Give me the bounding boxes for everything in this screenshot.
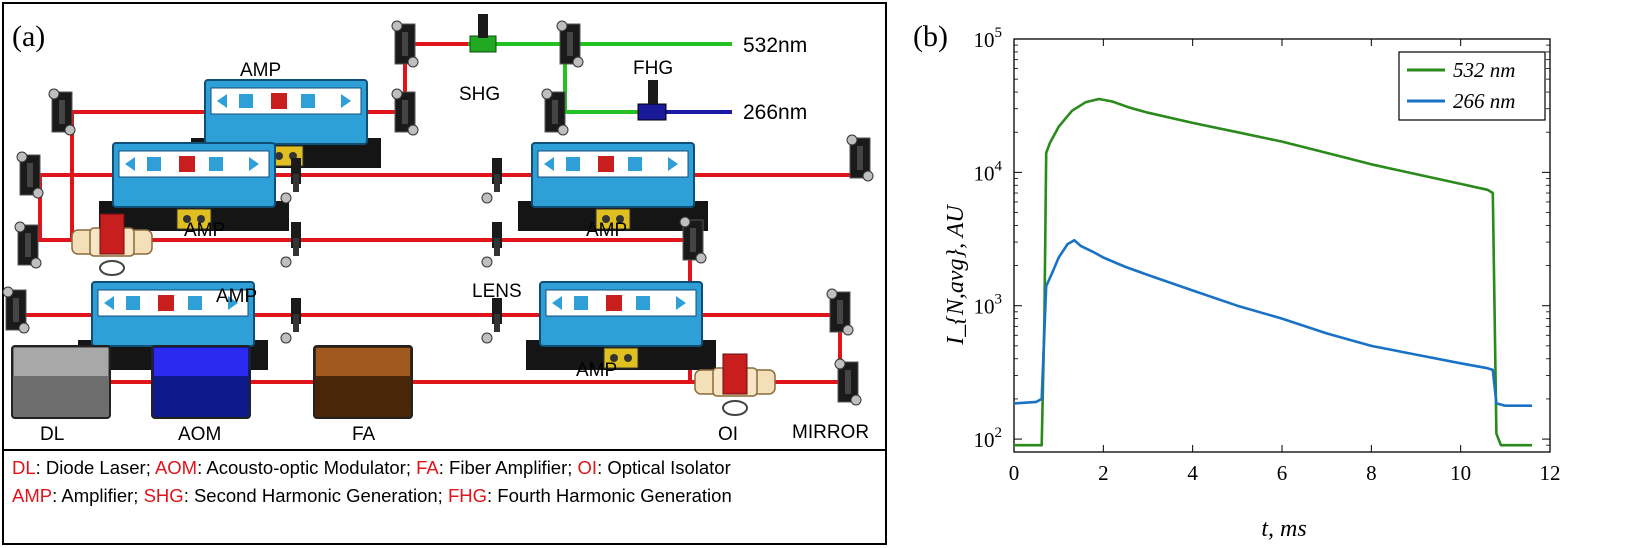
amplifier-middle-left <box>98 142 290 232</box>
shg-mount <box>478 14 488 38</box>
mirror-icon <box>541 88 569 136</box>
mirror-icon <box>846 134 874 182</box>
y-tick-label: 103 <box>974 292 1003 319</box>
y-tick-label: 102 <box>974 425 1003 452</box>
amp-label: AMP <box>184 220 225 241</box>
mirror-icon <box>48 88 76 136</box>
fhg-mount <box>648 80 658 104</box>
x-tick-label: 4 <box>1187 461 1198 485</box>
panel-a-frame <box>2 2 887 545</box>
oi-label: OI <box>718 424 738 445</box>
aom-box <box>151 345 251 419</box>
panel-a-label: (a) <box>12 20 45 53</box>
mirror-icon <box>679 216 707 264</box>
legend-label-532: 532 nm <box>1453 58 1515 82</box>
chart-legend: 532 nm 266 nm <box>1398 51 1546 121</box>
amp-label: AMP <box>586 220 627 241</box>
y-axis-label: I_{N,avg}, AU <box>943 204 969 346</box>
amp-label: AMP <box>216 286 257 307</box>
legend-line-2: AMP: Amplifier; SHG: Second Harmonic Gen… <box>12 485 732 506</box>
mirror-icon <box>14 221 42 269</box>
x-tick-label: 8 <box>1366 461 1377 485</box>
setup-diagram: (a) AMP AMP AMP AMP AMP SHG FHG 532nm 26… <box>2 2 887 545</box>
mirror-icon <box>2 286 30 334</box>
legend-label-266: 266 nm <box>1453 89 1515 113</box>
mirror-icon <box>826 288 854 336</box>
mirror-icon <box>556 20 584 68</box>
mirror-icon <box>391 88 419 136</box>
x-tick-label: 12 <box>1540 461 1561 485</box>
output-532-label: 532nm <box>743 34 807 57</box>
mirror-icon <box>16 151 44 199</box>
mirror-icon <box>834 358 862 406</box>
series-line-266nm <box>1013 238 1533 408</box>
x-tick-label: 10 <box>1450 461 1471 485</box>
y-tick-label: 105 <box>974 25 1003 52</box>
x-tick-label: 0 <box>1009 461 1020 485</box>
mirror-icon <box>391 20 419 68</box>
amp-label: AMP <box>240 60 281 81</box>
legend-line-1: DL: Diode Laser; AOM: Acousto-optic Modu… <box>12 457 731 478</box>
shg-crystal <box>469 35 497 53</box>
x-axis-label: t, ms <box>1261 516 1306 542</box>
diode-laser-box <box>11 345 111 419</box>
shg-label: SHG <box>459 84 500 105</box>
plot-area: 0 2 4 6 8 10 12 102 103 104 105 <box>974 25 1561 485</box>
x-tick-label: 6 <box>1277 461 1288 485</box>
amplifier-middle-right <box>517 142 709 232</box>
lens-label: LENS <box>472 281 522 302</box>
amp-label: AMP <box>576 360 617 381</box>
amplifier-lower-right <box>525 281 717 371</box>
series-line-532nm <box>1014 97 1533 447</box>
panel-b-label: (b) <box>913 20 948 53</box>
fhg-label: FHG <box>633 58 673 79</box>
mirror-label: MIRROR <box>792 422 869 443</box>
x-tick-label: 2 <box>1098 461 1109 485</box>
fhg-crystal <box>637 103 667 121</box>
aom-label: AOM <box>178 424 221 445</box>
fa-label: FA <box>352 424 376 445</box>
fiber-amplifier-box <box>313 345 413 419</box>
dl-label: DL <box>40 424 64 445</box>
y-tick-label: 104 <box>974 158 1003 185</box>
output-266-label: 266nm <box>743 101 807 124</box>
